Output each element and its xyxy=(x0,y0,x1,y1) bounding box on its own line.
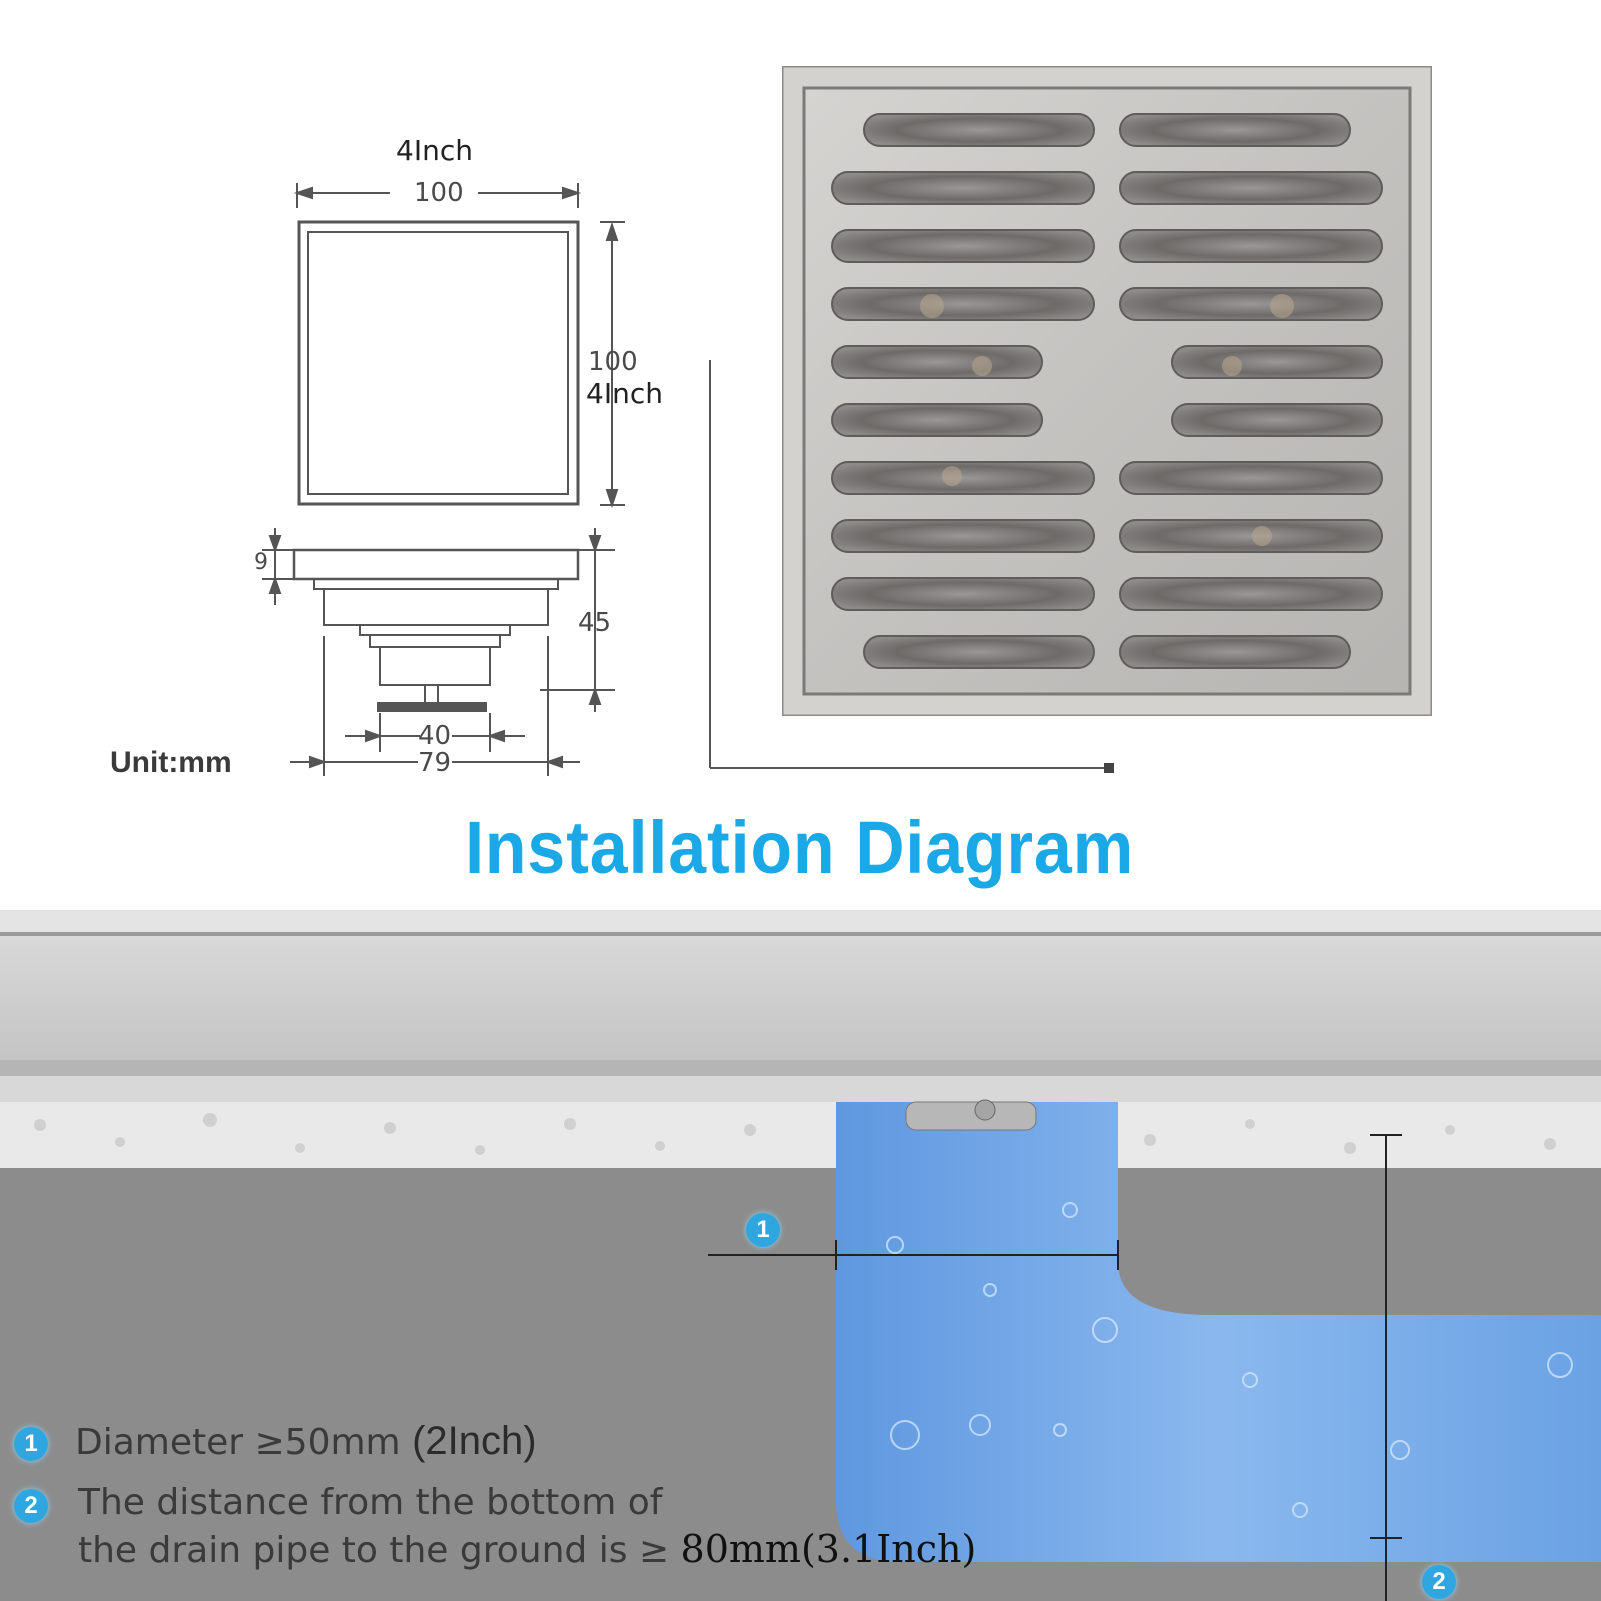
outlet-mm-label: 40 xyxy=(418,721,452,751)
note-1-badge: 1 xyxy=(14,1427,48,1461)
installation-diagram xyxy=(0,910,1601,1601)
grate-slots xyxy=(831,113,1383,669)
callout-bracket xyxy=(709,360,1114,773)
note-2-extra: 80mm(3.1Inch) xyxy=(680,1527,977,1571)
body-mm-label: 79 xyxy=(418,748,452,778)
flange-mm-label: 9 xyxy=(254,550,268,575)
top-mm-label: 100 xyxy=(414,178,464,208)
drain-grate-photo xyxy=(782,66,1432,716)
marker-2-badge: 2 xyxy=(1422,1565,1456,1599)
note-1: Diameter ≥50mm (2Inch) xyxy=(75,1418,537,1466)
note-1-text: Diameter ≥50mm xyxy=(75,1422,401,1463)
note-2-line1: The distance from the bottom of xyxy=(78,1482,663,1523)
top-inch-label: 4Inch xyxy=(396,134,473,167)
note-2-badge: 2 xyxy=(14,1489,48,1523)
side-inch-label: 4Inch xyxy=(586,377,663,410)
height-mm-label: 45 xyxy=(578,608,612,638)
note-1-extra: (2Inch) xyxy=(412,1419,537,1463)
section-title-wrap: Installation Diagram xyxy=(420,805,1180,890)
side-mm-label: 100 xyxy=(588,347,638,377)
unit-label: Unit:mm xyxy=(110,746,232,779)
note-2-line2: the drain pipe to the ground is ≥ xyxy=(78,1530,670,1571)
marker-1-badge: 1 xyxy=(746,1213,780,1247)
section-title: Installation Diagram xyxy=(465,806,1135,889)
note-2: The distance from the bottom of the drai… xyxy=(78,1480,976,1574)
